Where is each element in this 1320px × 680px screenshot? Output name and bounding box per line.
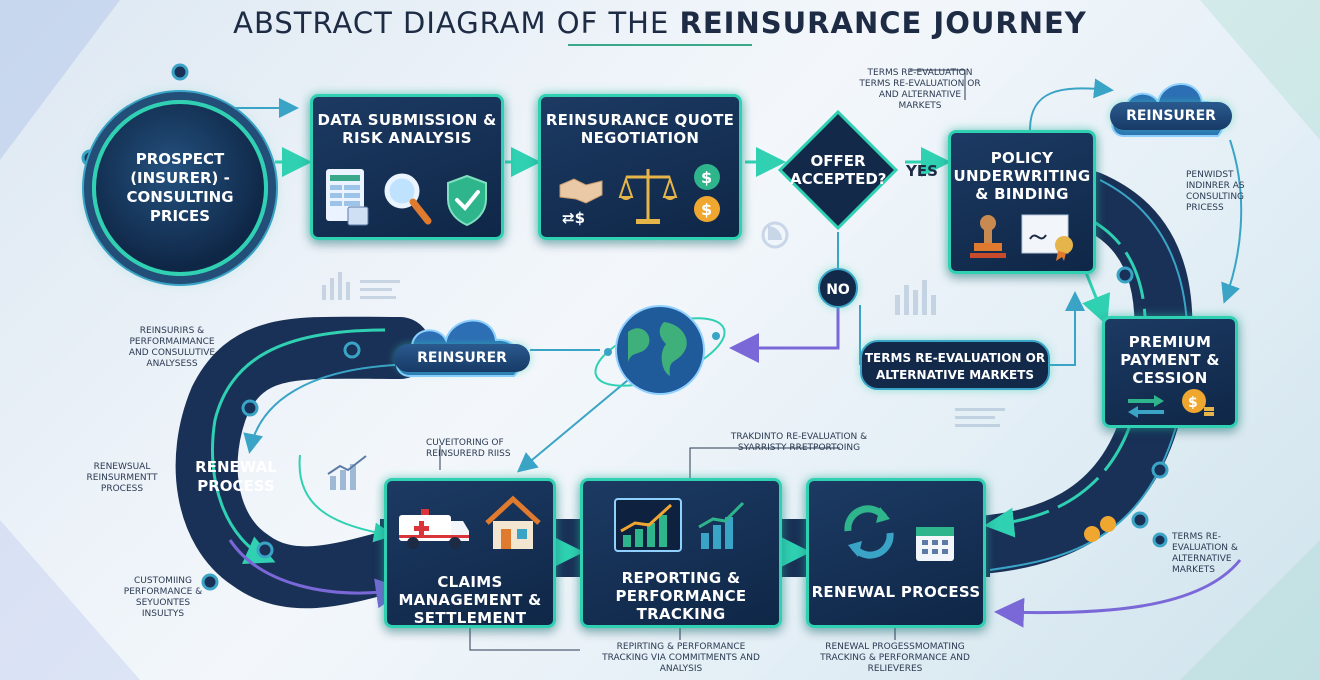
title-prefix: ABSTRACT DIAGRAM OF THE (233, 6, 680, 40)
growth-chart-icon (614, 498, 683, 552)
reinsurer-left-label: REINSURER (394, 344, 530, 372)
premium-payment-label: PREMIUM PAYMENT & CESSION (1120, 333, 1220, 387)
note-right-bottom: TERMS RE-EVALUATION & ALTERNATIVE MARKET… (1172, 532, 1238, 575)
prospect-label: PROSPECT (INSURER) - CONSULTING PRICES (126, 150, 234, 225)
no-badge: NO (818, 268, 858, 308)
coins-icon: $ (1181, 389, 1214, 416)
note-right-top: PENWIDST INDINRER AS CONSULTING PRICESS (1186, 170, 1245, 213)
money-transfer-icon (1128, 395, 1165, 418)
spreadsheet-icon (326, 169, 369, 226)
note-top-terms: TERMS RE-EVALUATION TERMS RE-EVALUATION … (859, 68, 981, 111)
svg-text:⇄$: ⇄$ (562, 209, 585, 227)
premium-payment-box: PREMIUM PAYMENT & CESSION $ (1102, 316, 1238, 428)
house-icon (485, 495, 541, 549)
dollar-coin-icon: $ $ (693, 164, 720, 222)
handshake-icon: ⇄$ (559, 178, 603, 227)
title-emphasis: REINSURANCE JOURNEY (679, 6, 1087, 40)
note-renewal-bottom: RENEWAL PROGESSMOMATING TRACKING & PERFO… (820, 642, 970, 674)
svg-text:$: $ (1188, 395, 1198, 411)
prospect-node: PROSPECT (INSURER) - CONSULTING PRICES (92, 100, 268, 276)
note-left-1: REINSURIRS & PERFORMAIMANCE AND CONSULUT… (128, 326, 216, 369)
renew-arrows-icon (844, 505, 894, 559)
magnifier-icon (384, 173, 432, 225)
page-title: ABSTRACT DIAGRAM OF THE REINSURANCE JOUR… (0, 6, 1320, 40)
note-claims-top: CUVEITORING OF REINSURERD RIISS (426, 438, 511, 459)
renewal-box: RENEWAL PROCESS (806, 478, 986, 628)
renewal-road-label: RENEWAL PROCESS (195, 458, 277, 495)
note-left-2: RENEWSUAL REINSURMENTT PROCESS (86, 462, 158, 494)
offer-decision-diamond (777, 109, 899, 231)
calendar-icon (915, 527, 954, 561)
note-reporting-bottom: REPIRTING & PERFORMANCE TRACKING VIA COM… (602, 642, 760, 674)
svg-text:$: $ (701, 200, 712, 219)
coins-icon (1084, 516, 1116, 542)
globe-icon (594, 305, 726, 395)
shield-check-icon (446, 174, 487, 227)
policy-underwriting-label: POLICY UNDERWRITING & BINDING (953, 149, 1091, 203)
ambulance-icon (399, 509, 470, 549)
stamp-icon (970, 215, 1007, 258)
growth-chart-icon (698, 501, 744, 549)
scales-icon (618, 169, 678, 224)
renewal-label: RENEWAL PROCESS (811, 583, 981, 601)
note-left-3: CUSTOMIING PERFORMANCE & SEYUONTES INSUL… (123, 576, 203, 619)
data-submission-box: DATA SUBMISSION & RISK ANALYSIS (310, 94, 504, 240)
road-left (175, 316, 431, 609)
quote-negotiation-box: REINSURANCE QUOTE NEGOTIATION ⇄$ $ $ (538, 94, 742, 240)
claims-box: CLAIMS MANAGEMENT & SETTLEMENT (384, 478, 556, 628)
yes-label: YES (906, 162, 938, 180)
growth-chart-icon (327, 455, 367, 490)
terms-reevaluation-box: TERMS RE-EVALUATION OR ALTERNATIVE MARKE… (860, 340, 1050, 390)
reporting-label: REPORTING & PERFORMANCE TRACKING (615, 569, 747, 623)
reinsurer-top-label: REINSURER (1110, 102, 1232, 130)
svg-text:$: $ (701, 168, 712, 187)
offer-decision-label: OFFER ACCEPTED? (790, 152, 887, 188)
title-underline (568, 44, 752, 46)
quote-negotiation-label: REINSURANCE QUOTE NEGOTIATION (545, 111, 735, 147)
certificate-icon (1021, 214, 1073, 261)
data-submission-label: DATA SUBMISSION & RISK ANALYSIS (317, 111, 497, 147)
reporting-box: REPORTING & PERFORMANCE TRACKING (580, 478, 782, 628)
claims-label: CLAIMS MANAGEMENT & SETTLEMENT (398, 573, 542, 627)
policy-underwriting-box: POLICY UNDERWRITING & BINDING (948, 130, 1096, 274)
note-reporting-top: TRAKDINTO RE-EVALUATION & SYARRISTY RRET… (730, 432, 868, 453)
